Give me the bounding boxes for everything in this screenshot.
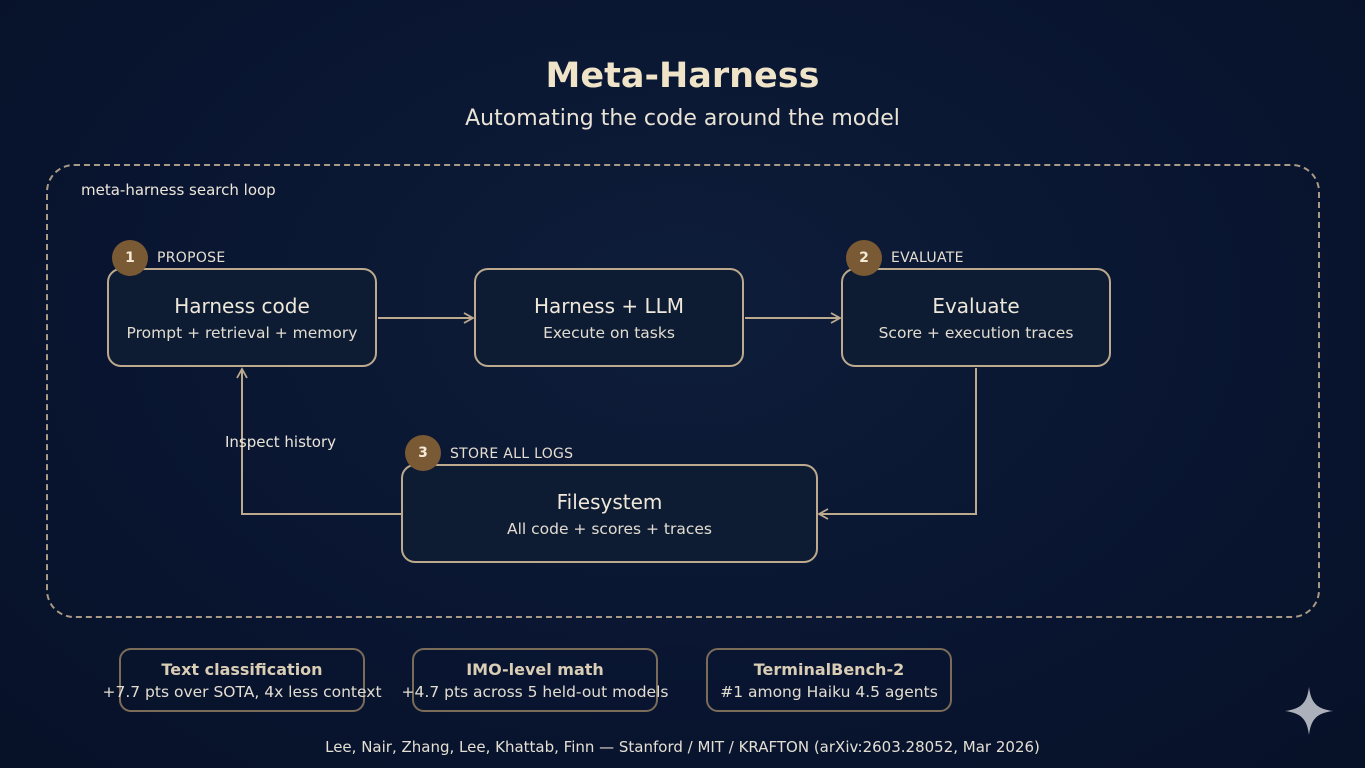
arrow-evaluate-to-filesystem <box>817 368 977 520</box>
sparkle-icon <box>1285 687 1333 735</box>
inspect-history-label: Inspect history <box>225 433 336 451</box>
result-heading: TerminalBench-2 <box>753 659 905 679</box>
step-label-propose: PROPOSE <box>157 250 226 266</box>
filesystem-node: Filesystem All code + scores + traces <box>401 464 818 563</box>
result-text-classification: Text classification +7.7 pts over SOTA, … <box>102 648 382 712</box>
search-loop-frame <box>46 164 1320 618</box>
node-subtitle: All code + scores + traces <box>506 520 712 538</box>
step-badge-store: 3 <box>405 435 441 471</box>
node-title: Harness code <box>174 294 310 318</box>
result-detail: #1 among Haiku 4.5 agents <box>720 682 938 701</box>
step-badge-evaluate: 2 <box>846 240 882 276</box>
result-detail: +7.7 pts over SOTA, 4x less context <box>102 682 382 701</box>
step-label-store: STORE ALL LOGS <box>450 446 574 462</box>
evaluate-node: Evaluate Score + execution traces <box>841 268 1111 367</box>
result-terminalbench: TerminalBench-2 #1 among Haiku 4.5 agent… <box>706 648 952 712</box>
node-title: Evaluate <box>932 294 1020 318</box>
node-title: Harness + LLM <box>534 294 684 318</box>
result-imo-math: IMO-level math +4.7 pts across 5 held-ou… <box>402 648 668 712</box>
node-title: Filesystem <box>556 490 663 514</box>
node-subtitle: Prompt + retrieval + memory <box>126 324 358 342</box>
arrow-filesystem-to-harness <box>236 367 401 515</box>
step-label-evaluate: EVALUATE <box>891 250 964 266</box>
step-badge-propose: 1 <box>112 240 148 276</box>
harness-llm-node: Harness + LLM Execute on tasks <box>474 268 744 367</box>
result-detail: +4.7 pts across 5 held-out models <box>401 682 669 701</box>
harness-code-node: Harness code Prompt + retrieval + memory <box>107 268 377 367</box>
node-subtitle: Score + execution traces <box>878 324 1074 342</box>
node-subtitle: Execute on tasks <box>543 324 675 342</box>
result-heading: IMO-level math <box>466 659 604 679</box>
page-title: Meta-Harness <box>545 56 820 96</box>
citation: Lee, Nair, Zhang, Lee, Khattab, Finn — S… <box>325 738 1040 756</box>
page-subtitle: Automating the code around the model <box>465 106 900 131</box>
search-loop-label: meta-harness search loop <box>81 181 276 199</box>
result-heading: Text classification <box>161 659 323 679</box>
